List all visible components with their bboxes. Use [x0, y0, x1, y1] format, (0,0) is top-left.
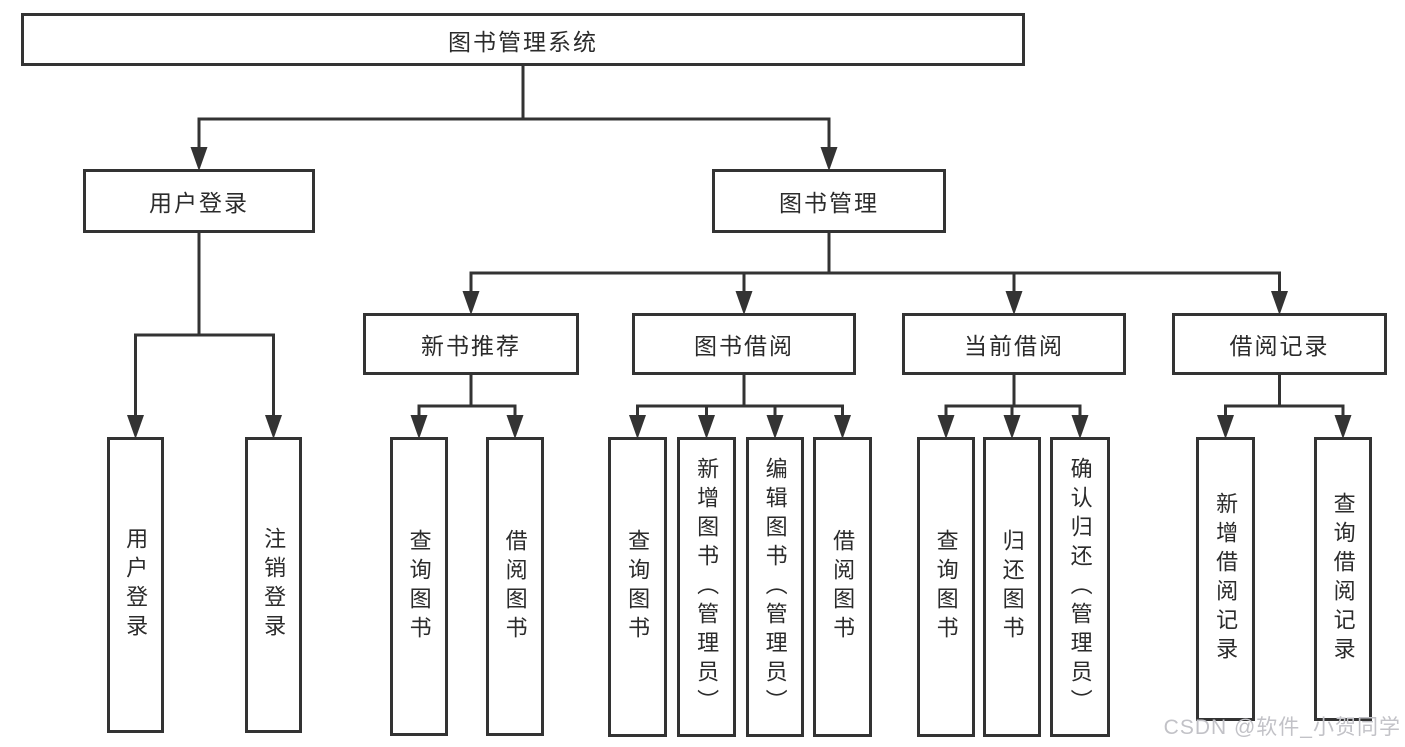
node-leaf-user-login: 用户登录 — [107, 437, 164, 733]
node-label-current-borrow: 当前借阅 — [964, 333, 1064, 359]
node-label-book-mgmt: 图书管理 — [779, 190, 879, 216]
branch-user-login-arrowhead — [190, 147, 208, 171]
branch-new-book-rec-arrowhead — [462, 291, 480, 315]
branch-book-mgmt-arrowhead — [820, 147, 838, 171]
branch-leaf-cb-query-books-arrowhead — [937, 415, 955, 439]
node-label-new-book-rec: 新书推荐 — [421, 333, 521, 359]
node-label-leaf-br-add-record: 新增借阅记录 — [1213, 492, 1239, 666]
branch-leaf-bb-borrow-books-arrowhead — [834, 415, 851, 439]
branch-leaf-bb-add-books-arrowhead — [698, 415, 715, 439]
branch-leaf-user-login-arrowhead — [127, 415, 144, 439]
node-leaf-nbr-query-books: 查询图书 — [390, 437, 448, 736]
node-label-leaf-cb-confirm-return: 确认归还（管理员） — [1067, 456, 1093, 718]
branch-leaf-bb-edit-books-arrowhead — [766, 415, 784, 439]
node-label-leaf-bb-query-books: 查询图书 — [625, 529, 651, 645]
node-leaf-cb-confirm-return: 确认归还（管理员） — [1050, 437, 1110, 737]
node-leaf-bb-borrow-books: 借阅图书 — [813, 437, 872, 737]
node-leaf-nbr-borrow-books: 借阅图书 — [486, 437, 544, 736]
branch-leaf-br-add-record-arrowhead — [1217, 415, 1234, 439]
node-label-leaf-br-query-record: 查询借阅记录 — [1330, 492, 1356, 666]
node-book-mgmt: 图书管理 — [712, 169, 946, 233]
node-root: 图书管理系统 — [21, 13, 1025, 66]
branch-borrow-records-arrowhead — [1271, 291, 1288, 315]
branch-leaf-cb-confirm-return-arrowhead — [1071, 415, 1089, 439]
branch-leaf-br-query-record-arrowhead — [1334, 415, 1352, 439]
branch-current-borrow-arrowhead — [1005, 291, 1023, 315]
node-label-root: 图书管理系统 — [448, 28, 598, 55]
node-label-leaf-bb-edit-books: 编辑图书（管理员） — [762, 456, 788, 718]
branch-leaf-cb-return-books-arrowhead — [1003, 415, 1021, 439]
node-leaf-br-query-record: 查询借阅记录 — [1314, 437, 1372, 721]
node-label-leaf-nbr-borrow-books: 借阅图书 — [502, 528, 528, 645]
node-label-leaf-user-login: 用户登录 — [123, 527, 149, 643]
node-label-leaf-cb-return-books: 归还图书 — [999, 529, 1025, 645]
node-label-leaf-cb-query-books: 查询图书 — [933, 529, 959, 645]
node-current-borrow: 当前借阅 — [902, 313, 1126, 375]
node-leaf-logout: 注销登录 — [245, 437, 302, 733]
branch-leaf-bb-query-books-arrowhead — [629, 415, 646, 439]
node-book-borrow: 图书借阅 — [632, 313, 856, 375]
branch-leaf-logout-arrowhead — [265, 415, 282, 439]
node-leaf-cb-return-books: 归还图书 — [983, 437, 1041, 737]
node-label-borrow-records: 借阅记录 — [1229, 333, 1330, 359]
node-label-leaf-nbr-query-books: 查询图书 — [406, 528, 432, 645]
node-leaf-bb-add-books: 新增图书（管理员） — [677, 437, 736, 737]
node-label-book-borrow: 图书借阅 — [694, 333, 794, 359]
node-leaf-cb-query-books: 查询图书 — [917, 437, 975, 737]
node-label-leaf-bb-add-books: 新增图书（管理员） — [694, 456, 720, 718]
node-leaf-bb-edit-books: 编辑图书（管理员） — [746, 437, 804, 737]
branch-leaf-nbr-query-books-arrowhead — [410, 415, 428, 439]
node-user-login: 用户登录 — [83, 169, 315, 233]
branch-leaf-nbr-borrow-books-arrowhead — [506, 415, 524, 439]
node-label-leaf-logout: 注销登录 — [261, 527, 287, 643]
node-new-book-rec: 新书推荐 — [363, 313, 579, 375]
node-borrow-records: 借阅记录 — [1172, 313, 1387, 375]
branch-book-borrow-arrowhead — [735, 291, 753, 315]
node-label-leaf-bb-borrow-books: 借阅图书 — [830, 529, 856, 645]
node-leaf-bb-query-books: 查询图书 — [608, 437, 667, 737]
node-leaf-br-add-record: 新增借阅记录 — [1196, 437, 1255, 721]
node-label-user-login: 用户登录 — [149, 190, 249, 216]
